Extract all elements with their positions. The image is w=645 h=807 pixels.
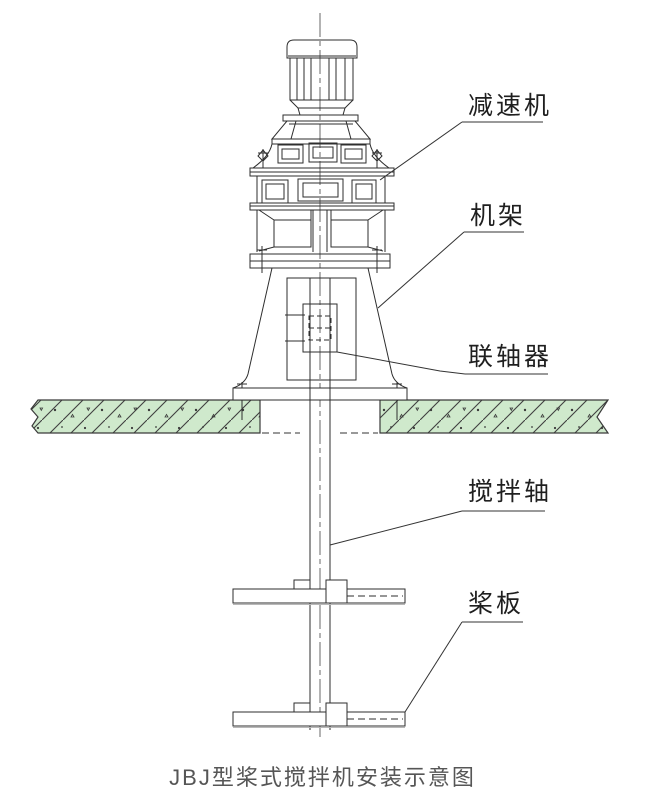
upper-paddle-hub <box>325 579 348 604</box>
lower-paddle <box>232 702 406 728</box>
label-frame: 机架 <box>470 202 527 230</box>
upper-paddle <box>232 579 406 605</box>
reducer <box>249 120 395 177</box>
label-reducer: 减速机 <box>468 92 553 120</box>
leader-lines <box>329 121 548 713</box>
frame <box>232 176 408 389</box>
foundation-right-slab <box>379 399 609 434</box>
leader-frame <box>377 231 524 309</box>
leader-paddle <box>404 621 523 713</box>
label-coupling: 联轴器 <box>468 343 553 371</box>
lower-paddle-hub <box>325 702 348 727</box>
leader-coupling <box>336 351 548 375</box>
foundation-left-slab <box>30 399 261 434</box>
diagram-caption: JBJ型桨式搅拌机安装示意图 <box>169 765 476 790</box>
frame-left-opening <box>258 209 312 252</box>
label-paddle: 桨板 <box>468 590 525 618</box>
frame-right-opening <box>330 209 384 252</box>
agitator-shaft <box>309 278 331 730</box>
leader-shaft <box>329 510 545 546</box>
base-flange <box>232 387 408 401</box>
eyebolt-right <box>371 149 383 168</box>
eyebolt-left <box>257 149 269 168</box>
frame-window <box>286 277 357 381</box>
leader-reducer <box>379 121 543 181</box>
coupling <box>285 303 338 353</box>
label-shaft: 搅拌轴 <box>468 478 553 506</box>
